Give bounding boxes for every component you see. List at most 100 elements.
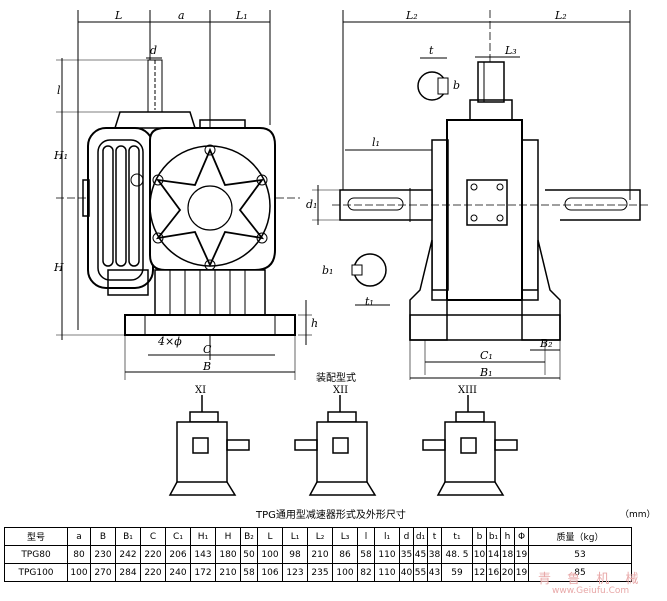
- dim-H: H: [54, 261, 64, 274]
- table-cell: 45: [413, 545, 428, 564]
- header-cell: l₁: [374, 527, 400, 546]
- dim-B: B: [203, 360, 212, 373]
- table-cell: 18: [500, 545, 515, 564]
- table-cell: 50: [240, 545, 258, 564]
- dim-phi: 4×ϕ: [158, 335, 182, 348]
- form-xii: XII: [333, 385, 349, 396]
- table-cell: 220: [140, 563, 166, 582]
- table-cell: 10: [472, 545, 487, 564]
- header-cell: C: [140, 527, 166, 546]
- header-cell: B: [90, 527, 116, 546]
- header-cell: B₁: [115, 527, 141, 546]
- table-cell: 55: [413, 563, 428, 582]
- header-cell: L₃: [332, 527, 358, 546]
- form-xi: XI: [195, 385, 207, 396]
- header-cell: 型号: [4, 527, 68, 546]
- table-cell: 143: [190, 545, 216, 564]
- dim-b: b: [453, 79, 461, 92]
- header-cell: L₂: [307, 527, 333, 546]
- dim-t: t: [429, 44, 434, 57]
- table-cell: TPG80: [4, 545, 68, 564]
- header-cell: L: [257, 527, 283, 546]
- dim-L: L: [115, 9, 123, 22]
- table-cell: 180: [215, 545, 241, 564]
- table-cell: 235: [307, 563, 333, 582]
- table-cell: 240: [165, 563, 191, 582]
- table-cell: 80: [67, 545, 91, 564]
- header-cell: H₁: [190, 527, 216, 546]
- figure-caption: TPG通用型减速器形式及外形尺寸: [256, 510, 406, 521]
- table-cell: 43: [427, 563, 442, 582]
- table-cell: TPG100: [4, 563, 68, 582]
- table-cell: 12: [472, 563, 487, 582]
- dim-L2-right: L₂: [555, 9, 567, 22]
- unit-label: （mm）: [620, 510, 656, 520]
- table-cell: 210: [215, 563, 241, 582]
- table-cell: 210: [307, 545, 333, 564]
- dim-L3: L₃: [505, 44, 517, 57]
- table-cell: 86: [332, 545, 358, 564]
- table-cell: 123: [282, 563, 308, 582]
- table-header-row: 型号 a B B₁ C C₁ H₁ H B₂ L L₁ L₂ L₃ l l₁ d…: [4, 527, 632, 546]
- watermark-text: 青 鲁 机 械: [538, 572, 645, 587]
- table-cell: 242: [115, 545, 141, 564]
- header-cell: d: [399, 527, 414, 546]
- dim-L1: L₁: [236, 9, 248, 22]
- dimension-table: 型号 a B B₁ C C₁ H₁ H B₂ L L₁ L₂ L₃ l l₁ d…: [4, 527, 632, 582]
- table-cell: 19: [514, 563, 529, 582]
- dim-h: h: [311, 317, 319, 330]
- table-cell: 48. 5: [441, 545, 473, 564]
- header-cell: t₁: [441, 527, 473, 546]
- table-cell: 58: [240, 563, 258, 582]
- table-cell: 206: [165, 545, 191, 564]
- table-cell: 230: [90, 545, 116, 564]
- dim-C1: C₁: [480, 349, 493, 362]
- table-cell: 110: [374, 545, 400, 564]
- table-cell: 16: [486, 563, 501, 582]
- table-cell: 35: [399, 545, 414, 564]
- header-cell: b₁: [486, 527, 501, 546]
- watermark-url: www.Geiufu.Com: [552, 586, 630, 596]
- header-cell: a: [67, 527, 91, 546]
- dim-t1: t₁: [365, 295, 374, 308]
- header-cell: 质量（kg）: [528, 527, 632, 546]
- dim-B2: B₂: [540, 337, 553, 350]
- dim-H1: H₁: [54, 149, 69, 162]
- table-cell: 53: [528, 545, 632, 564]
- header-cell: d₁: [413, 527, 428, 546]
- table-cell: 220: [140, 545, 166, 564]
- table-cell: 284: [115, 563, 141, 582]
- table-cell: 19: [514, 545, 529, 564]
- dim-C: C: [203, 343, 212, 356]
- table-cell: 100: [332, 563, 358, 582]
- table-cell: 40: [399, 563, 414, 582]
- table-cell: 20: [500, 563, 515, 582]
- header-cell: H: [215, 527, 241, 546]
- header-cell: b: [472, 527, 487, 546]
- table-cell: 172: [190, 563, 216, 582]
- header-cell: L₁: [282, 527, 308, 546]
- dim-d1: d₁: [306, 198, 318, 211]
- table-cell: 14: [486, 545, 501, 564]
- header-cell: Φ: [514, 527, 529, 546]
- dim-a: a: [178, 9, 185, 22]
- dim-d: d: [150, 44, 158, 57]
- dim-L2-left: L₂: [406, 9, 418, 22]
- dim-B1: B₁: [480, 366, 493, 379]
- dim-l1: l₁: [372, 136, 380, 149]
- table-cell: 82: [357, 563, 375, 582]
- dim-l: l: [57, 84, 61, 97]
- table-cell: 59: [441, 563, 473, 582]
- table-row: TPG100 100 270 284 220 240 172 210 58 10…: [4, 563, 632, 582]
- form-xiii: XIII: [458, 385, 477, 396]
- header-cell: t: [427, 527, 442, 546]
- assembly-title: 装配型式: [316, 373, 356, 384]
- dim-b1: b₁: [322, 264, 334, 277]
- header-cell: h: [500, 527, 515, 546]
- table-cell: 100: [257, 545, 283, 564]
- table-cell: 98: [282, 545, 308, 564]
- header-cell: l: [357, 527, 375, 546]
- table-cell: 38: [427, 545, 442, 564]
- table-row: TPG80 80 230 242 220 206 143 180 50 100 …: [4, 545, 632, 564]
- header-cell: B₂: [240, 527, 258, 546]
